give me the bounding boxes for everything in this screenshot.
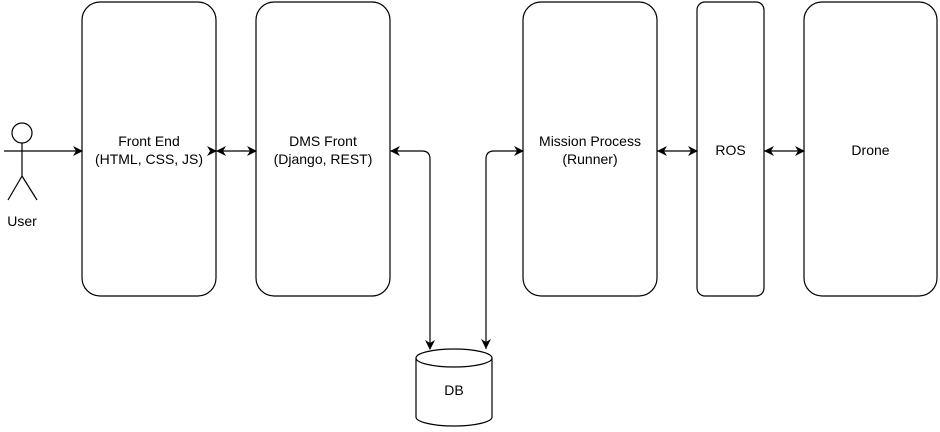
mission-process-subtitle: (Runner) — [562, 151, 617, 167]
front-end-subtitle: (HTML, CSS, JS) — [95, 151, 203, 167]
drone-label: Drone — [851, 142, 889, 158]
edge-dms-front-db — [390, 150, 435, 350]
arrowhead-db-side — [481, 339, 491, 349]
arrowhead-front-end-side — [216, 146, 226, 156]
db-label: DB — [444, 382, 463, 398]
dms-front-subtitle: (Django, REST) — [274, 151, 373, 167]
user-actor-leg-right — [21, 175, 38, 201]
front-end-box — [81, 1, 217, 297]
dms-front-title: DMS Front — [289, 133, 357, 149]
arrowhead-mission-process-side — [657, 146, 667, 156]
mission-process-box — [522, 1, 658, 297]
edge-db-mission-process — [485, 146, 524, 349]
arrowhead-ros-side — [764, 146, 774, 156]
mission-process-title: Mission Process — [539, 133, 641, 149]
dms-front-box — [255, 1, 391, 297]
arrowhead-dms-front-side — [390, 146, 400, 156]
user-actor-leg-left — [7, 175, 23, 201]
user-actor — [4, 122, 40, 201]
db-cylinder — [415, 348, 493, 427]
user-actor-head — [11, 122, 33, 144]
db-cylinder-top — [415, 348, 493, 368]
front-end-title: Front End — [118, 133, 179, 149]
ros-label: ROS — [715, 142, 745, 158]
user-label: User — [7, 213, 37, 229]
db-cylinder-body — [415, 358, 493, 427]
